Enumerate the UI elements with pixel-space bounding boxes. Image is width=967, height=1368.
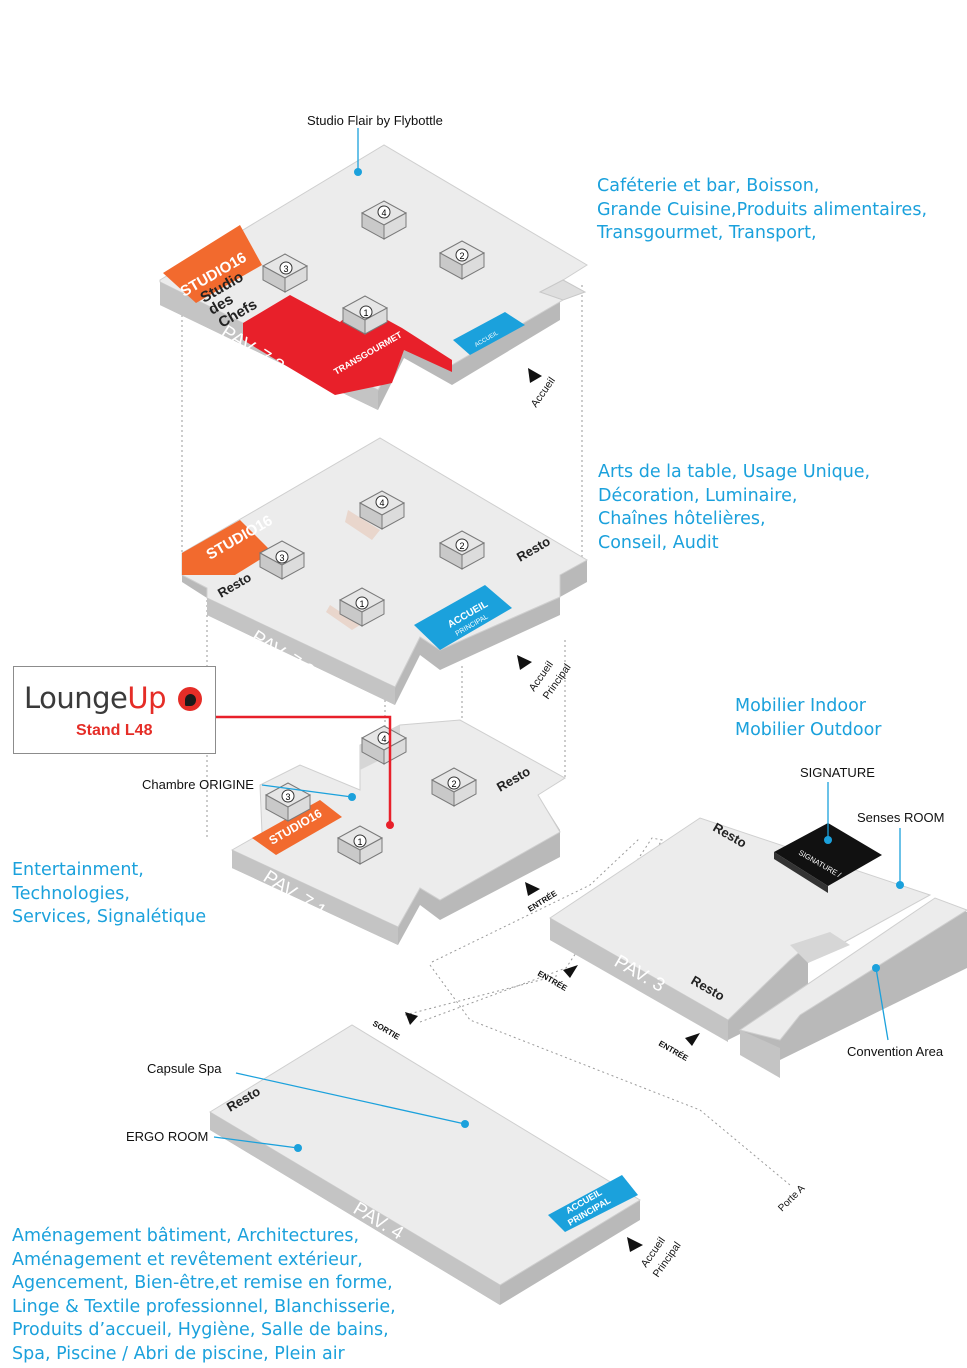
stand-4-number: 4 bbox=[381, 734, 386, 744]
callout-lines bbox=[213, 128, 901, 1149]
accueil-zone bbox=[453, 312, 525, 355]
category-line: Mobilier Indoor bbox=[735, 696, 866, 716]
entry-arrow-icon bbox=[627, 1237, 643, 1252]
categories-pav-3: Mobilier Indoor Mobilier Outdoor bbox=[735, 695, 881, 742]
stand-1-number: 1 bbox=[359, 599, 364, 609]
loungeup-stand-marker[interactable] bbox=[386, 821, 394, 829]
exit-arrow-icon bbox=[405, 1012, 418, 1025]
stand-3-number: 3 bbox=[283, 264, 288, 274]
entry-arrow-icon bbox=[685, 1033, 700, 1046]
loungeup-logo-text: Lounge bbox=[24, 681, 128, 715]
studio16-banner bbox=[182, 520, 272, 575]
pavilion-7-1[interactable]: 4 2 3 1 STUDIO16 Resto PAV. 7.1 ENTRÉE bbox=[230, 719, 566, 945]
stand-3-number: 3 bbox=[279, 553, 284, 563]
callout-capsule-spa: Capsule Spa bbox=[147, 1061, 222, 1076]
stand-2-number: 2 bbox=[459, 541, 464, 551]
accueil-principal-zone bbox=[548, 1175, 638, 1232]
entry-arrow-icon bbox=[525, 882, 540, 896]
pavilion-7-2[interactable]: 4 2 3 1 STUDIO16 Resto Resto ACCUEIL PRI… bbox=[181, 437, 589, 705]
category-line: Transgourmet, Transport, bbox=[597, 223, 817, 243]
signature-zone bbox=[774, 823, 882, 886]
category-line: Spa, Piscine / Abri de piscine, Plein ai… bbox=[12, 1343, 345, 1364]
stand-2-number: 2 bbox=[459, 251, 464, 261]
callout-ergo-room: ERGO ROOM bbox=[126, 1129, 208, 1144]
loungeup-logo-up: Up bbox=[127, 681, 167, 715]
callout-dots bbox=[294, 168, 904, 1152]
entry-arrow-icon bbox=[563, 965, 578, 978]
callout-signature: SIGNATURE bbox=[800, 765, 875, 780]
studio16-banner bbox=[163, 225, 262, 303]
pav3-entry-label-2: ENTRÉE bbox=[657, 1039, 690, 1063]
loungeup-logo-icon bbox=[178, 687, 202, 711]
exit-label: SORTIE bbox=[371, 1019, 402, 1042]
studio16-banner bbox=[252, 800, 342, 855]
pavilion-4[interactable]: ACCUEIL PRINCIPAL Resto PAV. 4 Accueil P… bbox=[209, 1012, 684, 1305]
category-line: Produits d’accueil, Hygiène, Salle de ba… bbox=[12, 1320, 389, 1340]
callout-convention-area: Convention Area bbox=[847, 1044, 944, 1059]
category-line: Services, Signalétique bbox=[12, 907, 207, 927]
category-line: Décoration, Luminaire, bbox=[598, 485, 798, 506]
stand-4-number: 4 bbox=[381, 208, 386, 218]
transgourmet-zone bbox=[243, 295, 452, 395]
category-line: Mobilier Outdoor bbox=[735, 719, 882, 740]
category-line: Grande Cuisine,Produits alimentaires, bbox=[597, 199, 928, 220]
stand-1-number: 1 bbox=[357, 837, 362, 847]
category-line: Chaînes hôtelières, bbox=[598, 509, 766, 529]
accueil-principal-zone bbox=[414, 585, 512, 650]
stand-3-number: 3 bbox=[285, 792, 290, 802]
callout-porte-a: Porte A bbox=[776, 1183, 807, 1214]
stand-2-number: 2 bbox=[451, 779, 456, 789]
categories-pav-7-2: Arts de la table, Usage Unique, Décorati… bbox=[598, 461, 870, 555]
category-line: Agencement, Bien-être,et remise en forme… bbox=[12, 1273, 393, 1293]
categories-pav-7-1: Entertainment, Technologies, Services, S… bbox=[12, 859, 206, 930]
loungeup-logo: LoungeUp bbox=[24, 681, 167, 715]
entry-arrow-icon bbox=[528, 368, 542, 383]
category-line: Linge & Textile professionnel, Blanchiss… bbox=[12, 1296, 396, 1317]
callout-senses-room: Senses ROOM bbox=[857, 810, 944, 825]
callout-studio-flair: Studio Flair by Flybottle bbox=[307, 113, 443, 128]
stand-4-number: 4 bbox=[379, 498, 384, 508]
categories-pav-7-3: Caféterie et bar, Boisson, Grande Cuisin… bbox=[597, 175, 927, 246]
category-line: Aménagement bâtiment, Architectures, bbox=[12, 1226, 360, 1246]
loungeup-stand-label: Stand L48 bbox=[76, 722, 153, 739]
stand-1-number: 1 bbox=[363, 308, 368, 318]
category-line: Aménagement et revêtement extérieur, bbox=[12, 1249, 363, 1270]
category-line: Technologies, bbox=[12, 883, 130, 904]
category-line: Conseil, Audit bbox=[598, 532, 719, 553]
category-line: Entertainment, bbox=[12, 860, 144, 880]
pavilion-3[interactable]: SIGNATURE / Resto Resto PAV. 3 ENTRÉE EN… bbox=[536, 817, 967, 1078]
callout-chambre-origine: Chambre ORIGINE bbox=[142, 777, 254, 792]
entry-arrow-icon bbox=[517, 655, 532, 670]
categories-pav-4: Aménagement bâtiment, Architectures, Amé… bbox=[12, 1225, 396, 1366]
loungeup-stand-badge[interactable]: LoungeUp Stand L48 bbox=[13, 666, 216, 754]
pavilion-7-3[interactable]: 4 2 3 1 STUDIO16 Studio des Chefs TRANSG… bbox=[159, 144, 588, 410]
loungeup-connector bbox=[216, 715, 392, 825]
category-line: Caféterie et bar, Boisson, bbox=[597, 176, 820, 196]
category-line: Arts de la table, Usage Unique, bbox=[598, 462, 871, 482]
